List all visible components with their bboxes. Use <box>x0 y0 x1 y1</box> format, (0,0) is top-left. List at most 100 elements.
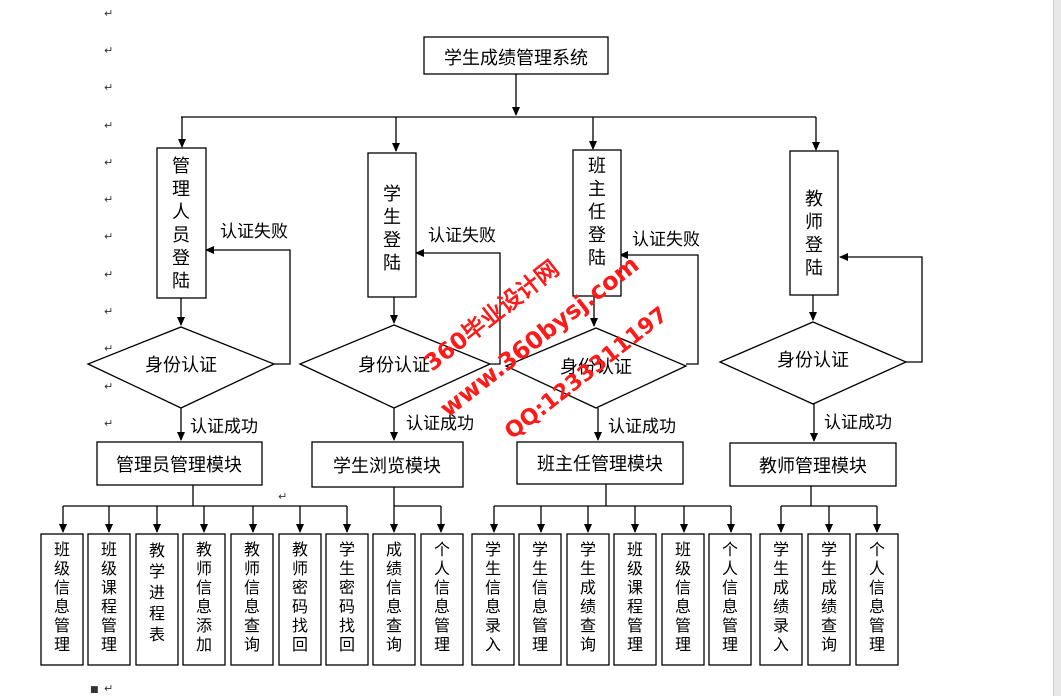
paragraph-mark: ↵ <box>104 305 113 318</box>
paragraph-mark: ↵ <box>104 417 113 430</box>
leaf-label: 班级课程管理 <box>101 540 117 654</box>
fail-labels: 认证失败 认证失败 认证失败 <box>220 222 700 250</box>
leaf-box <box>566 533 610 666</box>
success-admin-label: 认证成功 <box>190 417 258 437</box>
leaf-node: 班级信息管理 <box>40 533 84 666</box>
module-student-node: 学生浏览模块 <box>311 441 464 488</box>
login-student-node: 学生登陆 <box>367 152 417 298</box>
leaf-node: 教学进程表 <box>135 533 179 666</box>
success-student-label: 认证成功 <box>406 414 474 434</box>
module-teacher-label: 教师管理模块 <box>759 456 867 477</box>
module-admin-label: 管理员管理模块 <box>116 455 242 476</box>
leaf-node: 教师密码找回 <box>278 533 322 666</box>
leaf-node: 学生成绩录入 <box>759 533 803 666</box>
leaf-box <box>759 533 803 666</box>
leaf-box <box>325 533 369 666</box>
paragraph-mark: ↵ <box>104 7 113 20</box>
paragraph-mark: ↵ <box>104 268 113 281</box>
leaf-label: 个人信息管理 <box>434 540 450 654</box>
leaf-box <box>807 533 851 666</box>
auth-headteacher-decision: 身份认证 <box>504 327 688 409</box>
leaf-box <box>40 533 84 666</box>
leaf-label: 个人信息管理 <box>722 540 738 654</box>
leaf-label: 成绩信息查询 <box>386 540 402 654</box>
leaf-label: 班级信息管理 <box>675 540 691 654</box>
paragraph-mark: ↵ <box>104 682 113 695</box>
leaf-label: 学生成绩查询 <box>580 540 596 654</box>
paragraph-mark: ↵ <box>104 342 113 355</box>
leaf-node: 成绩信息查询 <box>372 533 416 666</box>
auth-student-decision: 身份认证 <box>298 324 492 409</box>
leaf-box <box>518 533 562 666</box>
leaf-box <box>420 533 464 666</box>
leaf-node: 班级课程管理 <box>87 533 131 666</box>
login-admin-node: 管理人员登陆 <box>156 147 207 299</box>
paragraph-mark: ↵ <box>104 193 113 206</box>
fail-headteacher-label: 认证失败 <box>632 230 700 250</box>
auth-teacher-label: 身份认证 <box>777 350 849 371</box>
fail-admin-label: 认证失败 <box>220 222 288 242</box>
bullet-mark: ■ <box>90 685 99 695</box>
leaf-box <box>471 533 515 666</box>
login-admin-label: 管理人员登陆 <box>172 156 190 292</box>
leaf-node: 学生信息录入 <box>471 533 515 666</box>
leaf-node: 学生成绩查询 <box>807 533 851 666</box>
leaf-box <box>135 533 179 666</box>
auth-admin-label: 身份认证 <box>145 355 217 376</box>
module-student-label: 学生浏览模块 <box>333 456 441 477</box>
auth-admin-decision: 身份认证 <box>86 326 276 409</box>
leaf-box <box>661 533 705 666</box>
fail-loop <box>619 251 699 365</box>
login-headteacher-label: 班主任登陆 <box>588 156 606 269</box>
auth-student-label: 身份认证 <box>358 355 430 376</box>
leaf-label: 学生成绩查询 <box>821 540 837 654</box>
leaf-label: 学生成绩录入 <box>773 540 789 654</box>
paragraph-mark: ↵ <box>104 119 113 132</box>
paragraph-mark: ↵ <box>104 156 113 169</box>
paragraph-marks: ↵ ↵ ↵ ↵ ↵ ↵ ↵ ↵ ↵ ↵ ↵ ↵ ↵ ■ ↵ <box>90 7 287 695</box>
leaf-node: 个人信息管理 <box>708 533 752 666</box>
paragraph-mark: ↵ <box>104 81 113 94</box>
module-headteacher-label: 班主任管理模块 <box>537 454 663 475</box>
module-teacher-node: 教师管理模块 <box>729 442 897 487</box>
paragraph-mark: ↵ <box>278 490 287 503</box>
connectors <box>59 74 923 533</box>
leaf-box <box>708 533 752 666</box>
fail-loop <box>415 249 501 365</box>
login-teacher-node: 教师登陆 <box>789 150 839 296</box>
success-headteacher-label: 认证成功 <box>608 417 676 437</box>
success-labels: 认证成功 认证成功 认证成功 认证成功 <box>190 413 892 437</box>
paragraph-mark: ↵ <box>104 44 113 57</box>
leaf-node: 班级信息管理 <box>661 533 705 666</box>
root-label: 学生成绩管理系统 <box>444 48 588 69</box>
scrollbar-track[interactable] <box>1053 0 1061 696</box>
leaf-node: 教师信息查询 <box>230 533 274 666</box>
fail-loop <box>205 246 291 365</box>
login-headteacher-node: 班主任登陆 <box>572 149 622 297</box>
login-teacher-label: 教师登陆 <box>805 189 823 279</box>
leaf-node: 学生成绩查询 <box>566 533 610 666</box>
paragraph-mark: ↵ <box>104 380 113 393</box>
leaf-box <box>182 533 226 666</box>
leaf-box <box>87 533 131 666</box>
fail-loop <box>839 253 923 363</box>
leaf-label: 教师信息查询 <box>244 540 260 654</box>
leaf-box <box>372 533 416 666</box>
leaf-node: 个人信息管理 <box>420 533 464 666</box>
module-headteacher-node: 班主任管理模块 <box>516 441 684 485</box>
auth-headteacher-label: 身份认证 <box>560 357 632 378</box>
leaf-node: 学生信息管理 <box>518 533 562 666</box>
watermark: 360毕业设计网 www.360bysj.com QQ:1233311197 <box>420 250 673 445</box>
leaf-label: 班级课程管理 <box>627 540 643 654</box>
module-admin-node: 管理员管理模块 <box>96 441 263 486</box>
leaf-label: 学生信息管理 <box>532 540 548 654</box>
fail-student-label: 认证失败 <box>428 226 496 246</box>
leaf-label: 教学进程表 <box>149 541 165 644</box>
root-node: 学生成绩管理系统 <box>423 36 609 75</box>
leaf-label: 教师密码找回 <box>292 540 308 654</box>
leaf-node: 班级课程管理 <box>613 533 657 666</box>
auth-teacher-decision: 身份认证 <box>718 321 908 405</box>
leaf-box <box>230 533 274 666</box>
leaf-node: 个人信息管理 <box>855 533 899 666</box>
